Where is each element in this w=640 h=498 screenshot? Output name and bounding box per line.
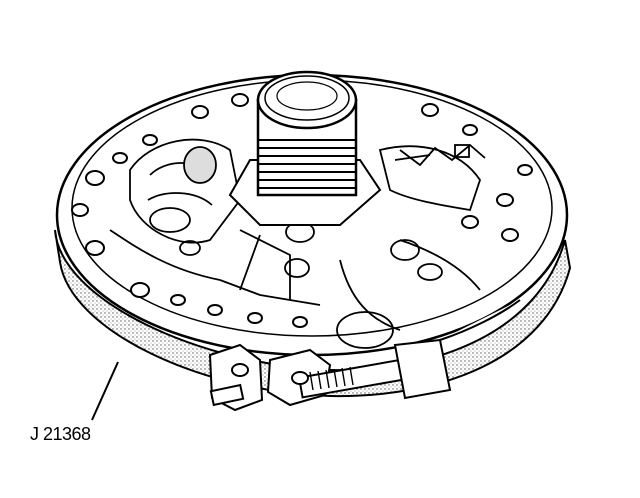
rim-bolt-holes	[71, 93, 533, 328]
hub-threads	[258, 139, 356, 189]
strap-clamp	[208, 299, 521, 412]
clamp-screw-thread	[309, 366, 354, 391]
strap-band	[54, 229, 572, 398]
central-hub	[228, 70, 382, 226]
tool-number-label: J 21368	[30, 424, 91, 444]
leader-line	[91, 361, 119, 421]
